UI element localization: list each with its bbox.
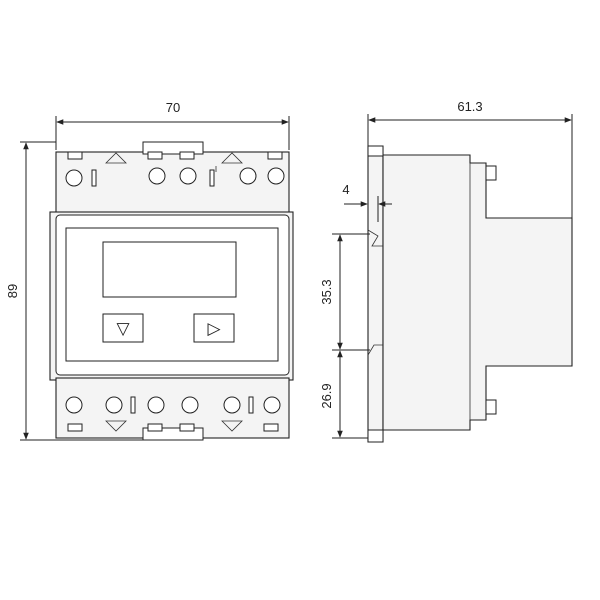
top-clip (142, 141, 204, 155)
screw-icon (65, 169, 83, 187)
depth-dimension-label: 61.3 (457, 99, 482, 114)
screw-icon (179, 167, 197, 185)
screw-icon (239, 167, 257, 185)
front-plate (367, 145, 384, 443)
right-button[interactable]: ▷ (193, 313, 235, 343)
front-view: ▽ ▷ 70 89 (5, 100, 294, 441)
down-button[interactable]: ▽ (102, 313, 144, 343)
screw-icon (181, 396, 199, 414)
rail-offset-dimension-label: 4 (342, 182, 349, 197)
screw-icon (223, 396, 241, 414)
screw-icon (263, 396, 281, 414)
side-body (382, 154, 573, 431)
side-view: 61.3 4 35.3 26.9 (319, 99, 573, 443)
lcd-screen (102, 241, 237, 298)
screw-icon (65, 396, 83, 414)
height-dimension-label: 89 (5, 284, 20, 298)
down-arrow-icon: ▽ (116, 319, 130, 339)
screw-icon (267, 167, 285, 185)
right-arrow-icon: ▷ (207, 319, 221, 339)
screw-icon (105, 396, 123, 414)
lower-height-dimension-label: 26.9 (319, 383, 334, 408)
screw-icon (147, 396, 165, 414)
screw-icon (148, 167, 166, 185)
rail-height-dimension-label: 35.3 (319, 279, 334, 304)
width-dimension-label: 70 (166, 100, 180, 115)
top-terminal-block (55, 151, 290, 215)
